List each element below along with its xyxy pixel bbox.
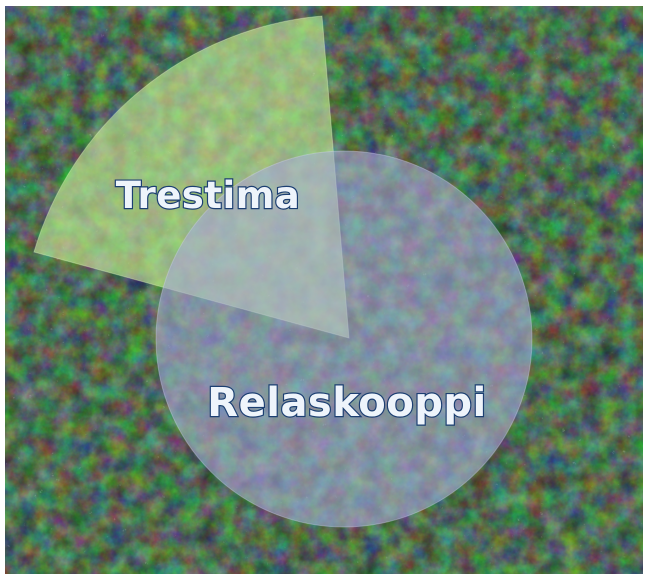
- relaskooppi-label: Relaskooppi: [207, 380, 486, 426]
- trestima-label: Trestima: [116, 174, 300, 217]
